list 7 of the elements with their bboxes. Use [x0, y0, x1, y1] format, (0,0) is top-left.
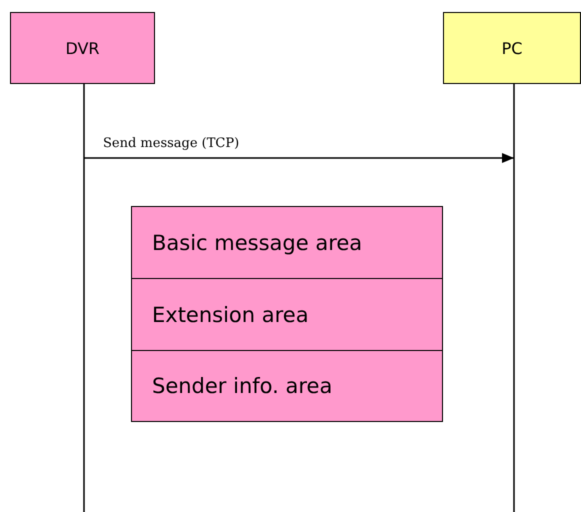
participant-box: DVR — [10, 12, 155, 84]
message-arrow — [84, 153, 514, 163]
message-field-box: Sender info. area — [131, 350, 443, 422]
message-field-box: Basic message area — [131, 206, 443, 279]
edge-label: Send message (TCP) — [101, 136, 242, 151]
message-field-box: Extension area — [131, 278, 443, 351]
participant-box: PC — [443, 12, 581, 84]
